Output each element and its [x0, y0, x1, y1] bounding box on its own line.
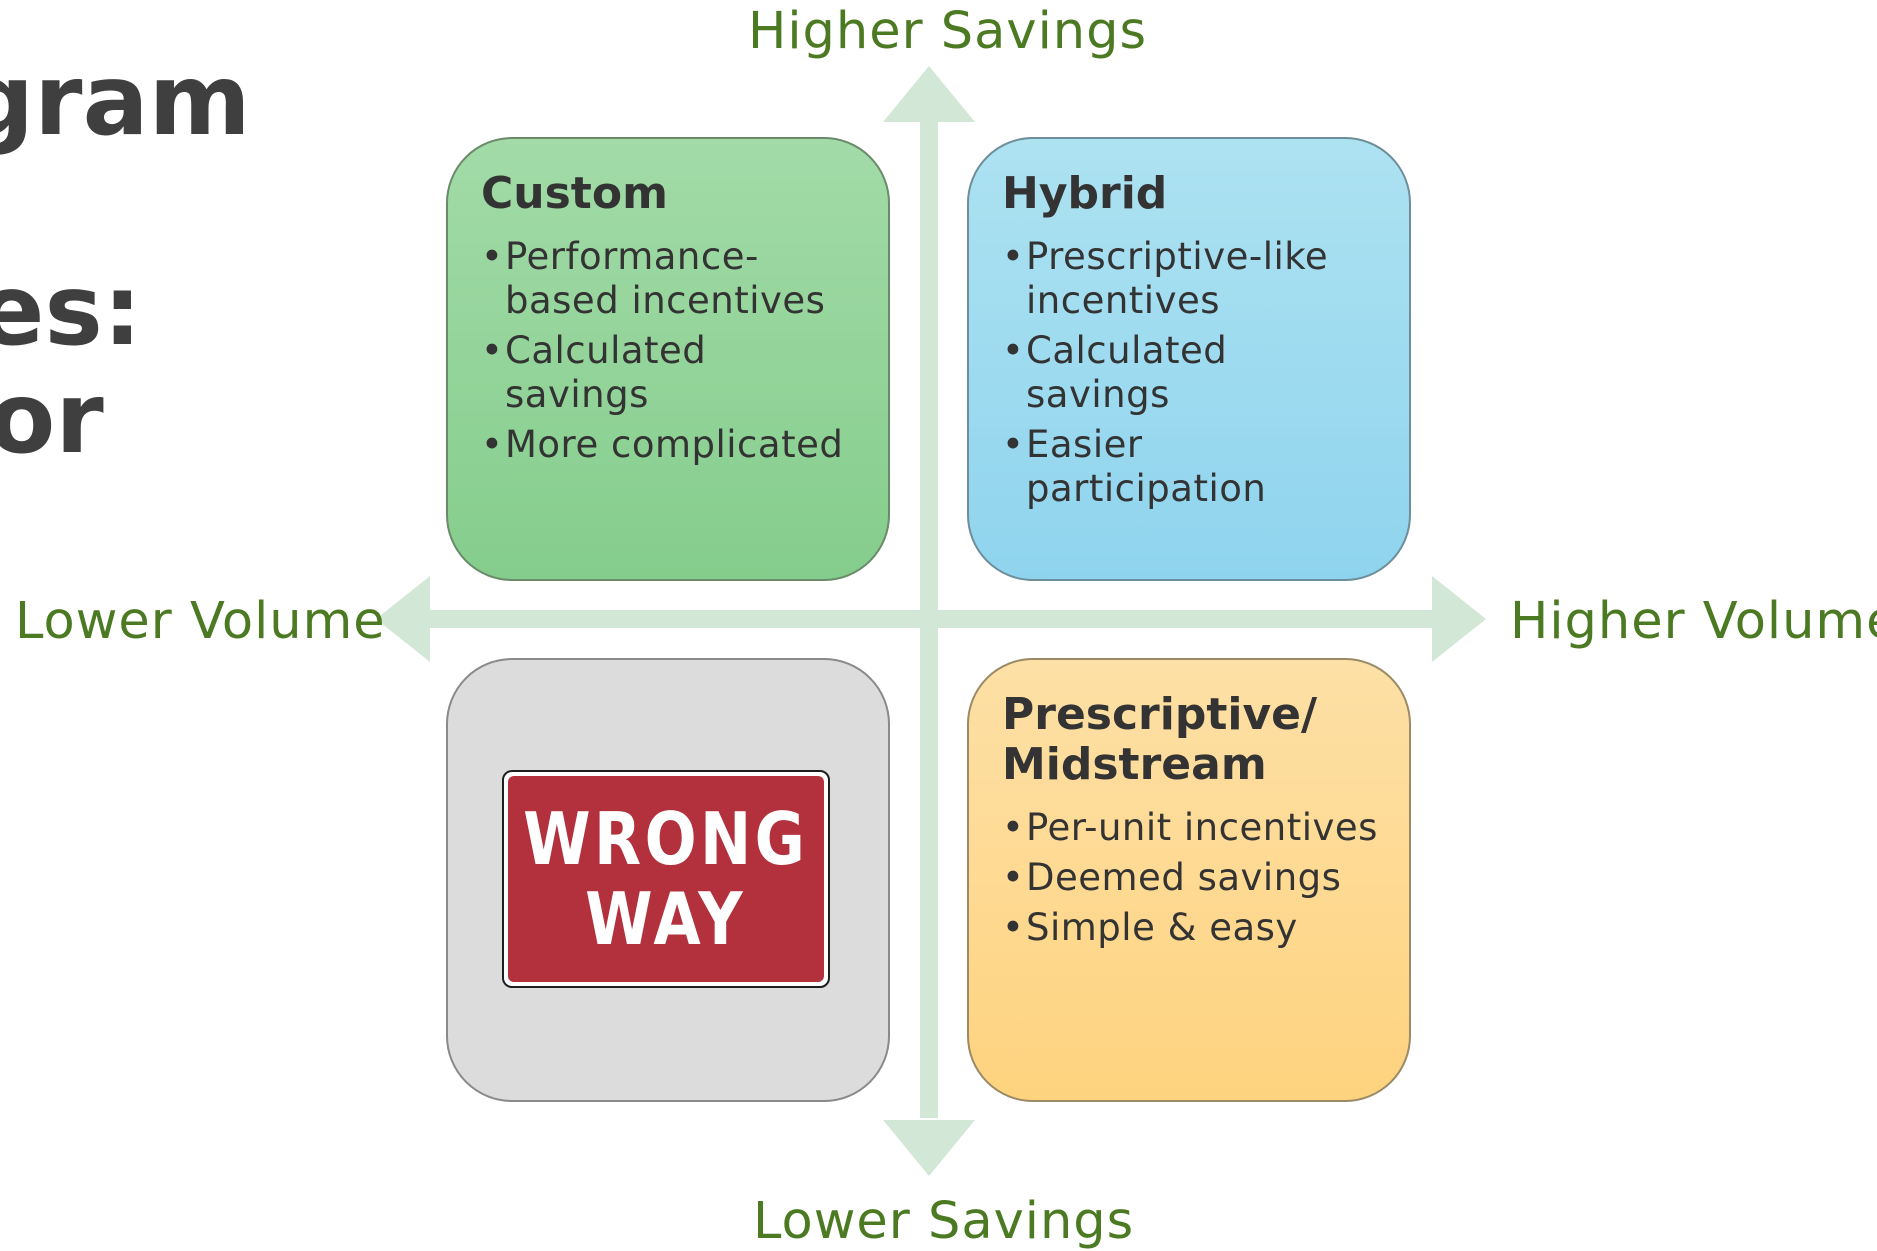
down-arrowhead: [883, 1120, 975, 1176]
bullet-item: Deemed savings: [1002, 856, 1381, 900]
quadrant-wrong-way: WRONG WAY: [446, 658, 890, 1102]
bullet-item: Calculated savings: [1002, 329, 1381, 417]
sign-text-line-1: WRONG: [523, 797, 809, 881]
horizontal-axis-shaft: [420, 610, 1440, 628]
bullet-item: More complicated: [481, 423, 860, 467]
right-arrowhead: [1432, 576, 1486, 662]
bullet-list: Performance-based incentives Calculated …: [481, 235, 860, 467]
partial-title-line-1: gram: [0, 44, 251, 158]
bullet-list: Per-unit incentives Deemed savings Simpl…: [1002, 806, 1381, 950]
quadrant-title: Custom: [481, 168, 668, 219]
quadrant-hybrid: Hybrid Prescriptive-like incentives Calc…: [967, 137, 1411, 581]
bullet-item: Performance-based incentives: [481, 235, 860, 323]
bullet-item: Prescriptive-like incentives: [1002, 235, 1381, 323]
bullet-item: Easier participation: [1002, 423, 1381, 511]
axis-label-lower-savings: Lower Savings: [753, 1192, 1135, 1251]
bullet-list: Prescriptive-like incentives Calculated …: [1002, 235, 1381, 511]
bullet-item: Per-unit incentives: [1002, 806, 1381, 850]
bullet-item: Simple & easy: [1002, 906, 1381, 950]
wrong-way-sign: WRONG WAY: [502, 770, 830, 988]
quadrant-title: Hybrid: [1002, 168, 1168, 219]
quadrant-custom: Custom Performance-based incentives Calc…: [446, 137, 890, 581]
sign-text-line-2: WAY: [585, 877, 747, 961]
quadrant-prescriptive-midstream: Prescriptive/ Midstream Per-unit incenti…: [967, 658, 1411, 1102]
axis-label-higher-savings: Higher Savings: [748, 2, 1148, 61]
axis-label-lower-volume: Lower Volume: [15, 592, 386, 651]
bullet-item: Calculated savings: [481, 329, 860, 417]
partial-title-line-3: or: [0, 362, 104, 476]
wrong-way-sign-face: WRONG WAY: [508, 776, 824, 982]
up-arrowhead: [883, 66, 975, 122]
partial-title-line-2: es:: [0, 254, 142, 368]
axis-label-higher-volume: Higher Volume: [1510, 592, 1877, 651]
left-arrowhead: [376, 576, 430, 662]
quadrant-title: Prescriptive/ Midstream: [1002, 689, 1318, 790]
